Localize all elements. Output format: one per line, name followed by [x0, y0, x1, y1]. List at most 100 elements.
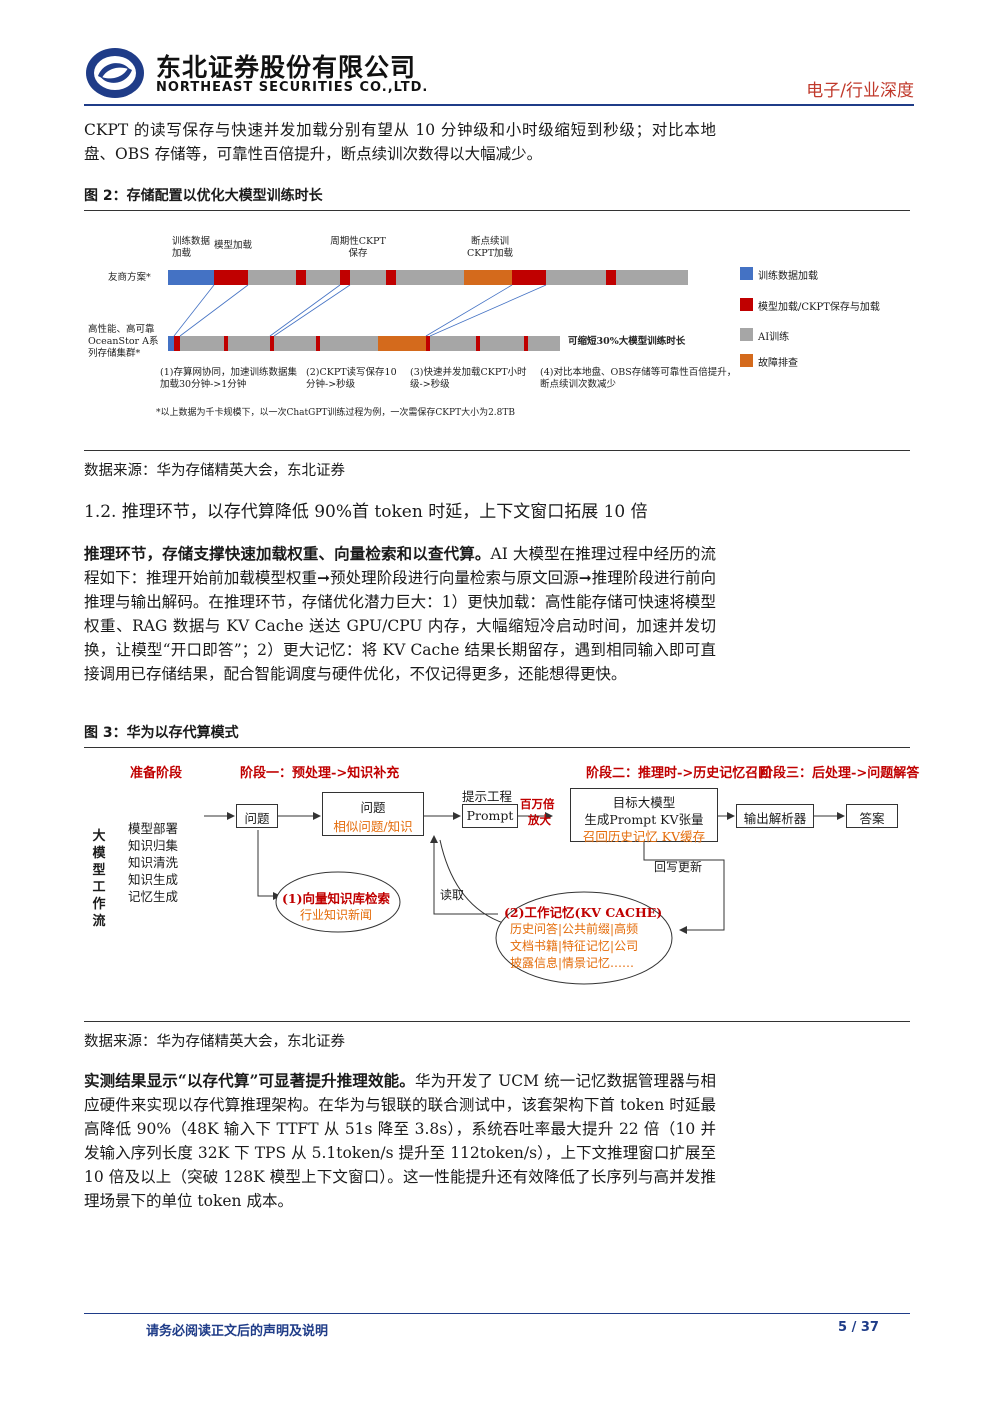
stage-1: 阶段一：预处理->知识补充 [240, 766, 400, 781]
row2-segment-ckpt [476, 336, 480, 351]
row1-segment-model [214, 270, 248, 285]
circle2-line3: 披露信息|情景记忆…… [510, 956, 635, 970]
box-question2-top: 问题 [360, 800, 386, 815]
inference-lead: 推理环节，存储支撑快速加载权重、向量检索和以查代算。 [84, 544, 491, 563]
row1-segment-resume [512, 270, 546, 285]
row2-segment-model [174, 336, 180, 351]
row1-segment-ckpt [386, 270, 396, 285]
row2-result: 可缩短30%大模型训练时长 [568, 336, 686, 347]
footer-divider [84, 1313, 910, 1314]
inference-paragraph: 推理环节，存储支撑快速加载权重、向量检索和以查代算。AI 大模型在推理过程中经历… [84, 542, 716, 686]
row2-segment-ckpt [524, 336, 528, 351]
prep-item: 知识归集 [128, 838, 179, 853]
figure3-arrows [204, 812, 845, 985]
row1-segment-data [168, 270, 214, 285]
prep-item: 记忆生成 [128, 889, 179, 904]
row2-segment-ckpt [224, 336, 228, 351]
label-amplify: 放大 [528, 813, 551, 827]
section-heading: 1.2. 推理环节，以存代算降低 90%首 token 时延，上下文窗口拓展 1… [84, 502, 648, 522]
header-divider [84, 104, 914, 106]
page-number: 5 / 37 [838, 1320, 879, 1335]
legend-swatch-train [740, 328, 753, 341]
row2-segment-fault [378, 336, 426, 351]
note-1: (1)存算网协同，加速训练数据集加载30分钟->1分钟 [160, 367, 297, 390]
legend-label-train: AI训练 [758, 332, 790, 343]
box-question-knowledge: 问题 相似问题/知识 [322, 792, 424, 836]
figure3-diagram: 准备阶段 阶段一：预处理->知识补充 阶段二：推理时->历史记忆召回 阶段三：后… [84, 750, 919, 1020]
prep-item: 知识生成 [128, 872, 179, 887]
figure2-chart: 训练数据加载 模型加载 周期性CKPT保存 断点续训CKPT加载 友商方案* 高… [84, 214, 910, 450]
circle2-line2: 文档书籍|特征记忆|公司 [510, 939, 639, 953]
label-prompt-engineering: 提示工程 [462, 789, 513, 804]
label-model-load: 模型加载 [214, 240, 253, 251]
note-3: (3)快速并发加载CKPT小时级->秒级 [410, 367, 527, 390]
side-label-char: 大 [92, 829, 106, 844]
inference-body: AI 大模型在推理过程中经历的流程如下：推理开始前加载模型权重➞预处理阶段进行向… [84, 545, 716, 683]
circle2-line1: 历史问答|公共前缀|高频 [510, 922, 639, 936]
prep-item: 模型部署 [128, 821, 179, 836]
legend-swatch-model [740, 298, 753, 311]
side-label-char: 作 [92, 897, 106, 912]
figure3-source: 数据来源：华为存储精英大会，东北证券 [84, 1021, 910, 1051]
page-header: 东北证券股份有限公司 NORTHEAST SECURITIES CO.,LTD.… [84, 40, 914, 102]
row2-segment-ckpt [316, 336, 320, 351]
figure2-source: 数据来源：华为存储精英大会，东北证券 [84, 450, 910, 480]
box-question2-bottom: 相似问题/知识 [333, 819, 413, 834]
side-label-char: 流 [92, 914, 106, 929]
figure2-connector-lines [173, 284, 547, 337]
row1-segment-ckpt [296, 270, 306, 285]
row2-segment-ckpt [270, 336, 274, 351]
box-question: 问题 [236, 804, 278, 828]
row2-bar-base [168, 336, 560, 351]
results-lead: 实测结果显示“以存代算”可显著提升推理效能。 [84, 1071, 415, 1090]
side-label-char: 模 [92, 846, 106, 861]
company-name-cn: 东北证券股份有限公司 [156, 53, 417, 82]
label-periodic-ckpt: 周期性CKPT保存 [330, 236, 386, 259]
box-model-line2: 生成Prompt KV张量 [584, 812, 704, 827]
stage-2: 阶段二：推理时->历史记忆召回 [586, 766, 772, 781]
label-read: 读取 [440, 888, 465, 902]
row2-label: 高性能、高可靠OceanStor A系列存储集群* [88, 324, 159, 359]
box-model-line1: 目标大模型 [612, 795, 676, 810]
figure3-title: 图 3：华为以存代算模式 [84, 722, 910, 748]
box-question-label: 问题 [244, 811, 270, 826]
circle1-sub: 行业知识新闻 [300, 908, 373, 922]
legend-swatch-data [740, 267, 753, 280]
side-label: 大 模 型 工 作 流 [90, 828, 108, 930]
prep-items: 模型部署 知识归集 知识清洗 知识生成 记忆生成 [128, 820, 178, 905]
row1-label: 友商方案* [108, 272, 151, 283]
box-prompt-label: Prompt [466, 808, 514, 823]
row1-segment-ckpt [340, 270, 350, 285]
box-target-model: 目标大模型 生成Prompt KV张量 召回历史记忆 KV缓存 [570, 788, 718, 844]
box-parser-label: 输出解析器 [743, 811, 807, 826]
prep-item: 知识清洗 [128, 855, 179, 870]
box-model-line3: 召回历史记忆 KV缓存 [582, 829, 706, 844]
label-train-data: 训练数据加载 [172, 236, 211, 259]
figure2-footnote: *以上数据为千卡规模下，以一次ChatGPT训练过程为例，一次需保存CKPT大小… [156, 408, 516, 418]
results-body: 华为开发了 UCM 统一记忆数据管理器与相应硬件来实现以存代算推理架构。在华为与… [84, 1072, 716, 1210]
legend-label-fault: 故障排查 [758, 358, 798, 369]
row2-segment-resume [426, 336, 430, 351]
label-writeback: 回写更新 [654, 860, 703, 874]
company-logo-icon [86, 48, 144, 98]
figure2-title: 图 2：存储配置以优化大模型训练时长 [84, 185, 910, 211]
footer-disclaimer: 请务必阅读正文后的声明及说明 [146, 1324, 329, 1339]
label-resume-ckpt: 断点续训CKPT加载 [466, 236, 514, 259]
box-output-parser: 输出解析器 [736, 804, 814, 828]
note-2: (2)CKPT读写保存10分钟->秒级 [306, 367, 397, 390]
company-name-en: NORTHEAST SECURITIES CO.,LTD. [156, 80, 429, 95]
stage-3: 阶段三：后处理->问题解答 [760, 766, 920, 781]
label-million: 百万倍 [520, 797, 555, 811]
note-4: (4)对比本地盘、OBS存储等可靠性百倍提升，断点续训次数减少 [540, 367, 737, 390]
stage-prep: 准备阶段 [130, 766, 183, 781]
row1-segment-ckpt [606, 270, 616, 285]
box-answer: 答案 [846, 804, 898, 828]
side-label-char: 工 [92, 880, 106, 895]
box-prompt: Prompt [462, 804, 518, 828]
circle1-title: (1)向量知识库检索 [282, 891, 391, 906]
side-label-char: 型 [92, 863, 106, 878]
row1-segment-fault [464, 270, 512, 285]
legend-swatch-fault [740, 354, 753, 367]
results-paragraph: 实测结果显示“以存代算”可显著提升推理效能。华为开发了 UCM 统一记忆数据管理… [84, 1069, 716, 1213]
row2-segment-data [168, 336, 174, 351]
